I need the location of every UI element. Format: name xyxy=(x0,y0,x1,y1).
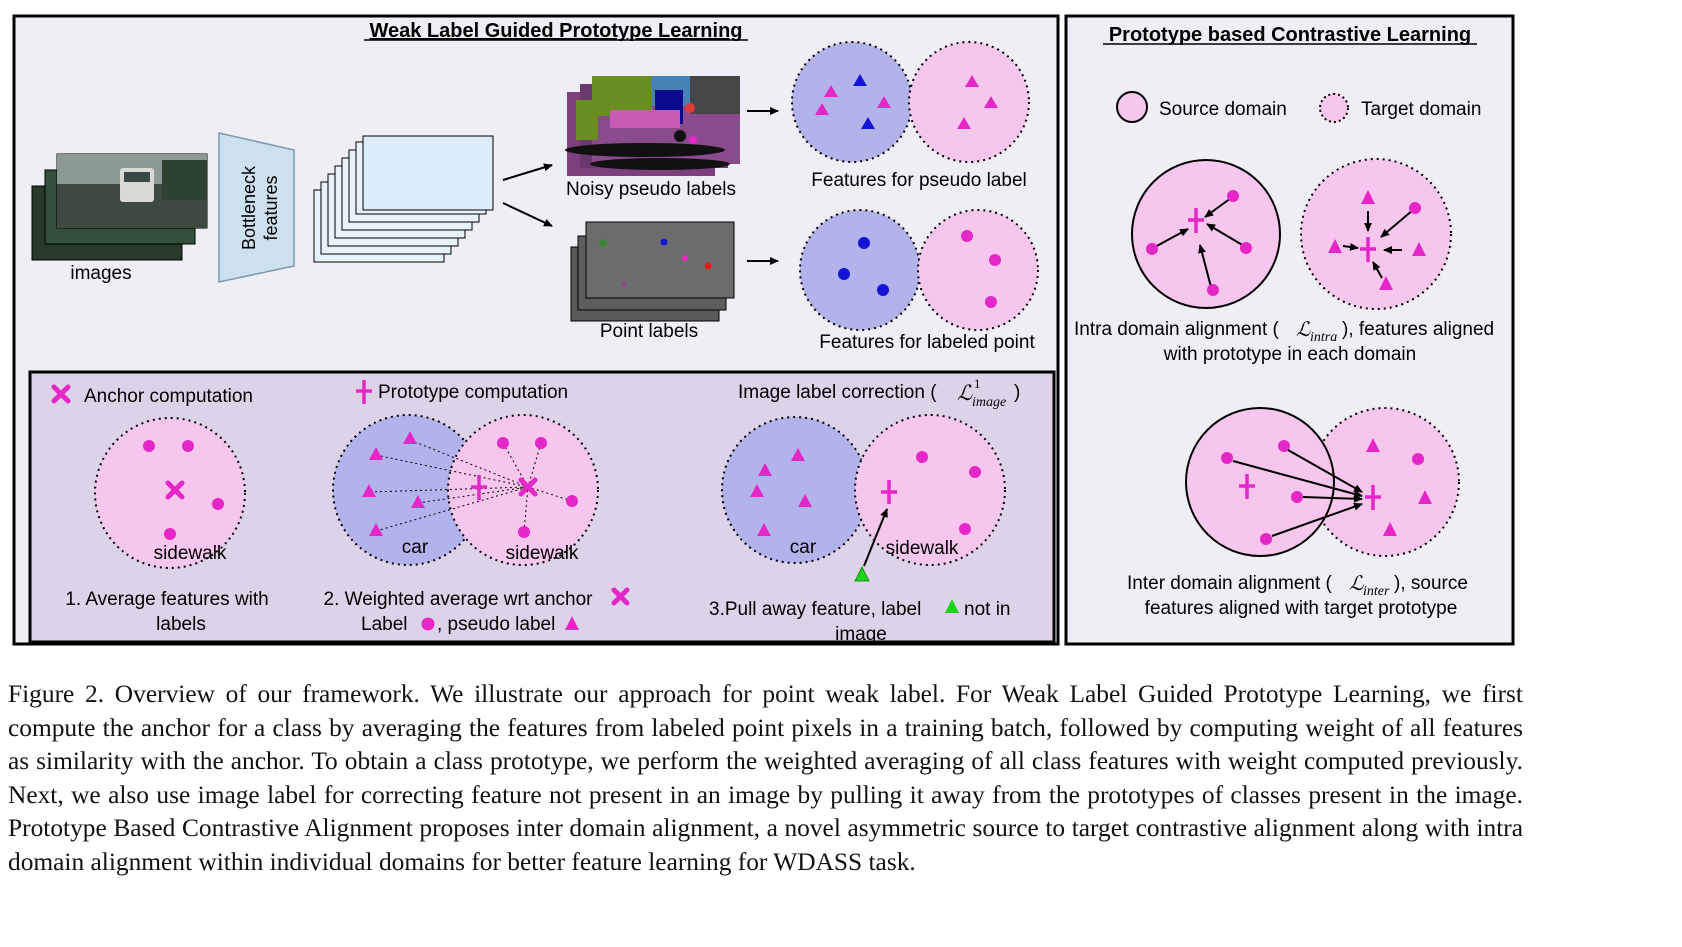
anchor-diagram xyxy=(94,417,246,569)
bottleneck-label-2: features xyxy=(261,175,281,240)
svg-text:ℒ: ℒ xyxy=(1349,571,1364,595)
point-labels-image xyxy=(570,221,735,322)
feature-maps-stack xyxy=(313,135,494,263)
anchor-computation-title: Anchor computation xyxy=(84,386,253,407)
step2-line1: 2. Weighted average wrt anchor xyxy=(324,589,594,610)
svg-text:image: image xyxy=(972,395,1006,410)
svg-text:Inter domain alignment (: Inter domain alignment ( xyxy=(1127,573,1333,594)
svg-text:Intra domain alignment (: Intra domain alignment ( xyxy=(1074,319,1280,340)
inter-domain-diagram xyxy=(1185,407,1460,557)
features-pseudo-label: Features for pseudo label xyxy=(811,170,1026,191)
point-labels-label: Point labels xyxy=(600,321,698,342)
anchor-cross-small-icon xyxy=(611,587,630,606)
sidewalk-label-2: sidewalk xyxy=(506,543,579,564)
weak-panel-title: Weak Label Guided Prototype Learning xyxy=(369,20,742,42)
step3-line1a: 3.Pull away feature, label xyxy=(709,599,921,620)
step1-line1: 1. Average features with xyxy=(65,589,269,610)
input-images-icon xyxy=(31,153,208,261)
svg-text:Image label correction (: Image label correction ( xyxy=(738,382,937,403)
step2-line2a: Label xyxy=(361,614,408,635)
anchor-cross-icon xyxy=(51,384,71,404)
step3-line1b: not in xyxy=(964,599,1010,620)
features-point-label: Features for labeled point xyxy=(819,332,1035,353)
framework-figure: Weak Label Guided Prototype Learning ima… xyxy=(12,14,1515,646)
step2-line2b: , pseudo label xyxy=(437,614,555,635)
intra-caption-line2: with prototype in each domain xyxy=(1163,344,1416,365)
car-label-1: car xyxy=(402,537,429,558)
car-label-2: car xyxy=(790,537,817,558)
green-triangle-icon xyxy=(945,599,959,613)
noisy-pseudo-labels-label: Noisy pseudo labels xyxy=(566,179,736,200)
pseudo-feature-circles xyxy=(791,41,1030,163)
svg-text:intra: intra xyxy=(1310,330,1337,345)
intra-caption-line1: Intra domain alignment ( ℒ intra ), feat… xyxy=(1074,317,1494,345)
svg-text:ℒ: ℒ xyxy=(957,381,973,405)
inter-caption-line2: features aligned with target prototype xyxy=(1145,598,1458,619)
intra-domain-diagram xyxy=(1131,158,1452,310)
figure-caption: Figure 2. Overview of our framework. We … xyxy=(8,680,1523,876)
step3-line2: image xyxy=(835,624,887,645)
svg-text:), source: ), source xyxy=(1394,573,1468,594)
target-domain-label: Target domain xyxy=(1361,99,1481,120)
noisy-pseudo-labels-image xyxy=(565,76,740,176)
step1-line2: labels xyxy=(156,614,206,635)
source-domain-legend-icon xyxy=(1116,91,1148,123)
correction-title: Image label correction ( ℒ 1 image ) xyxy=(738,376,1020,410)
prototype-plus-icon xyxy=(356,380,372,404)
correction-diagram xyxy=(721,414,1006,582)
label-circle-icon xyxy=(421,617,435,631)
source-domain-label: Source domain xyxy=(1159,99,1287,120)
sidewalk-label-1: sidewalk xyxy=(154,543,227,564)
point-feature-circles xyxy=(799,209,1039,331)
sidewalk-label-3: sidewalk xyxy=(886,538,959,559)
svg-text:), features aligned: ), features aligned xyxy=(1342,319,1494,340)
images-label: images xyxy=(70,263,131,284)
bottleneck-block xyxy=(218,132,295,283)
svg-text:ℒ: ℒ xyxy=(1296,317,1311,341)
inter-caption-line1: Inter domain alignment ( ℒ inter ), sour… xyxy=(1127,571,1468,599)
bottleneck-label-1: Bottleneck xyxy=(239,165,259,250)
svg-text:inter: inter xyxy=(1363,584,1390,599)
svg-text:1: 1 xyxy=(974,376,981,391)
prototype-computation-title: Prototype computation xyxy=(378,382,568,403)
pseudo-label-triangle-icon xyxy=(565,616,579,630)
target-domain-legend-icon xyxy=(1319,93,1349,123)
contrastive-panel-title: Prototype based Contrastive Learning xyxy=(1109,24,1471,46)
prototype-diagram xyxy=(332,414,599,566)
svg-text:): ) xyxy=(1014,382,1020,403)
